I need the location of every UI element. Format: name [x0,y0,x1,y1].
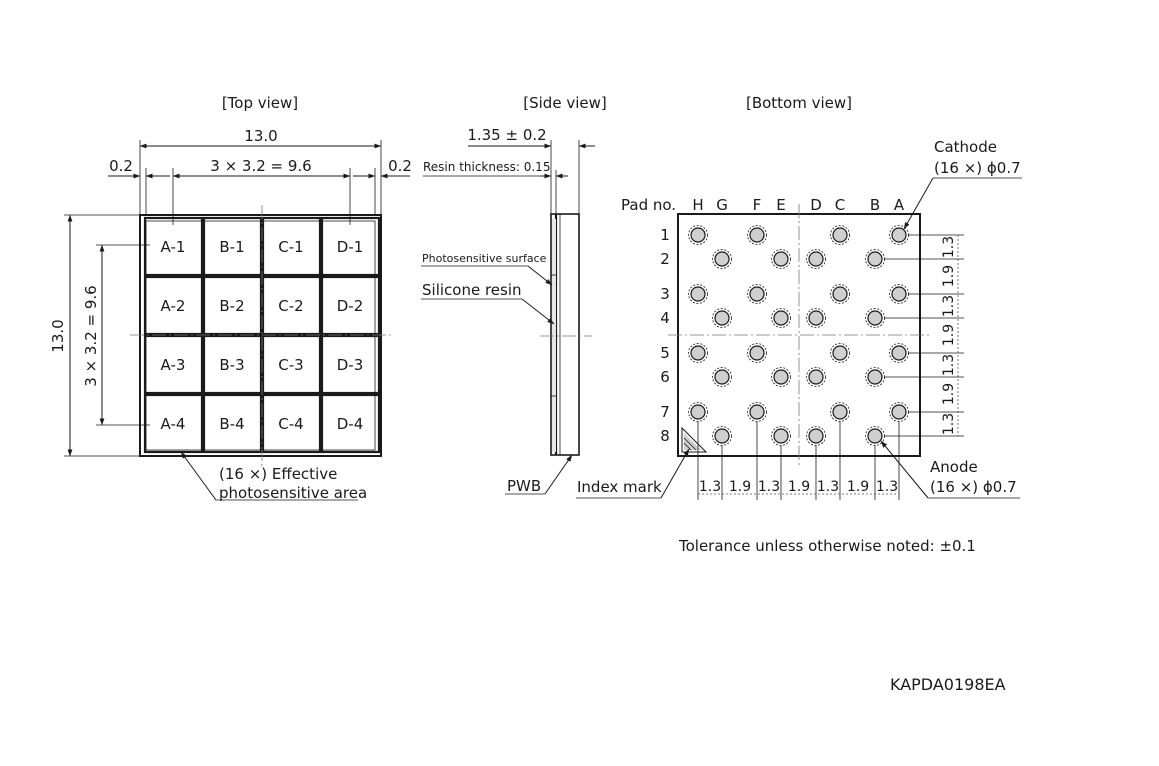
cell-label: C-1 [278,238,303,256]
pitch-x-dim: 1.3 [758,479,780,495]
row-label: 2 [660,250,670,268]
top-pitch-v-dim: 3 × 3.2 = 9.6 [82,285,100,386]
row-label: 7 [660,403,670,421]
column-label: G [716,196,728,214]
cell-label: B-2 [219,297,244,315]
cell-label: C-3 [278,356,303,374]
column-label: E [776,196,785,214]
index-mark-label: Index mark [577,478,662,496]
cell-label: A-3 [161,356,186,374]
pad-row-3 [688,284,909,304]
pitch-x-dim: 1.3 [699,479,721,495]
top-height-dim: 13.0 [49,319,67,352]
top-width-dim: 13.0 [244,127,277,145]
column-label: F [753,196,762,214]
cell-label: D-4 [337,415,364,433]
silicone-resin-label: Silicone resin [422,281,522,299]
column-label: B [870,196,880,214]
pwb-label: PWB [507,477,541,495]
cell-label: A-1 [161,238,186,256]
column-label: A [894,196,905,214]
pitch-y-dim: 1.9 [941,324,957,346]
cathode-label-2: (16 ×) ϕ0.7 [934,159,1021,177]
cell-label: D-3 [337,356,364,374]
top-view: [Top view] 13.0 0.2 3 × 3.2 = 9.6 0.2 13… [49,94,412,502]
pitch-y-dim: 1.3 [941,295,957,317]
pitch-y-dim: 1.9 [941,383,957,405]
cell-label: B-3 [219,356,244,374]
photosensitive-cells [143,216,381,454]
side-view: [Side view] 1.35 ± 0.2 Resin thickness: … [421,94,607,495]
cell-label: B-1 [219,238,244,256]
row-label: 8 [660,427,670,445]
drawing-code: KAPDA0198EA [890,675,1006,694]
pad-row-5 [688,343,909,363]
cell-label: A-2 [161,297,186,315]
photosensitive-surface-label: Photosensitive surface [422,252,547,265]
cell-label: C-4 [278,415,303,433]
effective-area-label-2: photosensitive area [219,484,367,502]
bottom-view-title: [Bottom view] [746,94,852,112]
index-mark-icon [681,426,708,453]
row-label: 4 [660,309,670,327]
pad-row-1 [688,225,909,245]
pitch-y-dim: 1.9 [941,265,957,287]
bottom-view: [Bottom view] Pad no. H G F E D C B A 1 … [576,94,1022,500]
row-label: 1 [660,226,670,244]
cell-label: A-4 [161,415,186,433]
pitch-x-dim: 1.9 [788,479,810,495]
pad-array [688,225,909,446]
pad-row-7 [688,402,909,422]
row-label: 5 [660,344,670,362]
cell-label: C-2 [278,297,303,315]
anode-label-2: (16 ×) ϕ0.7 [930,478,1017,496]
pitch-x-dim: 1.9 [847,479,869,495]
pad-row-4 [712,308,885,328]
row-label: 6 [660,368,670,386]
pad-no-label: Pad no. [621,196,676,214]
pitch-x-dim: 1.3 [876,479,898,495]
cell-label: D-1 [337,238,364,256]
top-pitch-h-dim: 3 × 3.2 = 9.6 [210,157,311,175]
cell-label: B-4 [219,415,244,433]
column-label: H [692,196,703,214]
row-label: 3 [660,285,670,303]
anode-label-1: Anode [930,458,978,476]
tolerance-note: Tolerance unless otherwise noted: ±0.1 [678,537,976,555]
pitch-y-dim: 1.3 [941,236,957,258]
column-label: D [810,196,822,214]
top-view-title: [Top view] [222,94,298,112]
side-thickness-dim: 1.35 ± 0.2 [467,126,546,144]
resin-thickness-dim: Resin thickness: 0.15 [423,160,550,174]
pitch-y-dim: 1.3 [941,354,957,376]
effective-area-label-1: (16 ×) Effective [219,465,337,483]
pitch-x-dim: 1.9 [729,479,751,495]
column-label: C [835,196,845,214]
top-edge-right-dim: 0.2 [388,157,412,175]
cell-label: D-2 [337,297,364,315]
top-edge-left-dim: 0.2 [109,157,133,175]
pitch-y-dim: 1.3 [941,413,957,435]
pad-row-8 [712,426,885,446]
cathode-label-1: Cathode [934,138,997,156]
pad-row-2 [712,249,885,269]
side-view-title: [Side view] [523,94,606,112]
pitch-x-dim: 1.3 [817,479,839,495]
pad-row-6 [712,367,885,387]
